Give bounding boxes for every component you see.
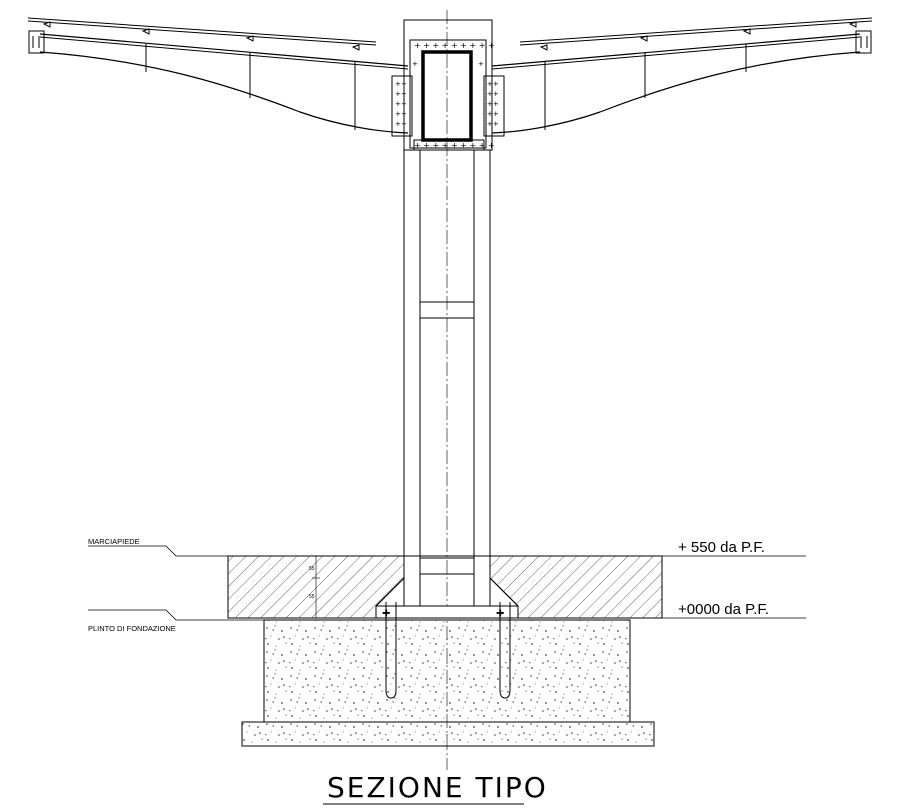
label-plinto: PLINTO DI FONDAZIONE	[88, 624, 176, 633]
svg-text:+: +	[496, 608, 504, 619]
svg-text:++: ++	[487, 80, 499, 88]
level-lines	[88, 545, 806, 621]
dim-label-a: 55	[309, 566, 315, 572]
svg-text:+: +	[478, 60, 484, 68]
svg-text:++: ++	[487, 120, 499, 128]
dim-label-b: 55	[309, 594, 315, 600]
svg-text:++: ++	[395, 90, 407, 98]
steel-column	[403, 150, 491, 610]
canopy-right-wing	[491, 17, 873, 134]
head-bolts: + + + + + + + + + + + + + + + + + + ++ +…	[395, 41, 499, 150]
sidewalk-slab	[227, 555, 663, 619]
svg-text:+ + + + + + + + +: + + + + + + + + +	[414, 41, 495, 50]
drawing-title: SEZIONE TIPO	[327, 771, 548, 804]
canopy-left-wing	[27, 17, 409, 134]
level-bottom-label: +0000 da P.F.	[678, 601, 769, 618]
svg-text:++: ++	[487, 110, 499, 118]
svg-text:+: +	[412, 60, 418, 68]
svg-text:++: ++	[395, 100, 407, 108]
svg-text:+: +	[382, 608, 390, 619]
level-top-label: + 550 da P.F.	[678, 539, 765, 556]
foundation-plinth	[241, 619, 655, 747]
slab-dimensions	[312, 555, 320, 619]
base-plate	[375, 577, 519, 619]
label-marciapiede: MARCIAPIEDE	[88, 537, 140, 546]
svg-text:++: ++	[487, 90, 499, 98]
column-head-connection	[391, 19, 505, 151]
svg-text:++: ++	[395, 80, 407, 88]
svg-text:++: ++	[395, 120, 407, 128]
svg-text:++: ++	[395, 110, 407, 118]
svg-text:+ + + + + + + + +: + + + + + + + + +	[414, 141, 495, 150]
svg-text:++: ++	[487, 100, 499, 108]
